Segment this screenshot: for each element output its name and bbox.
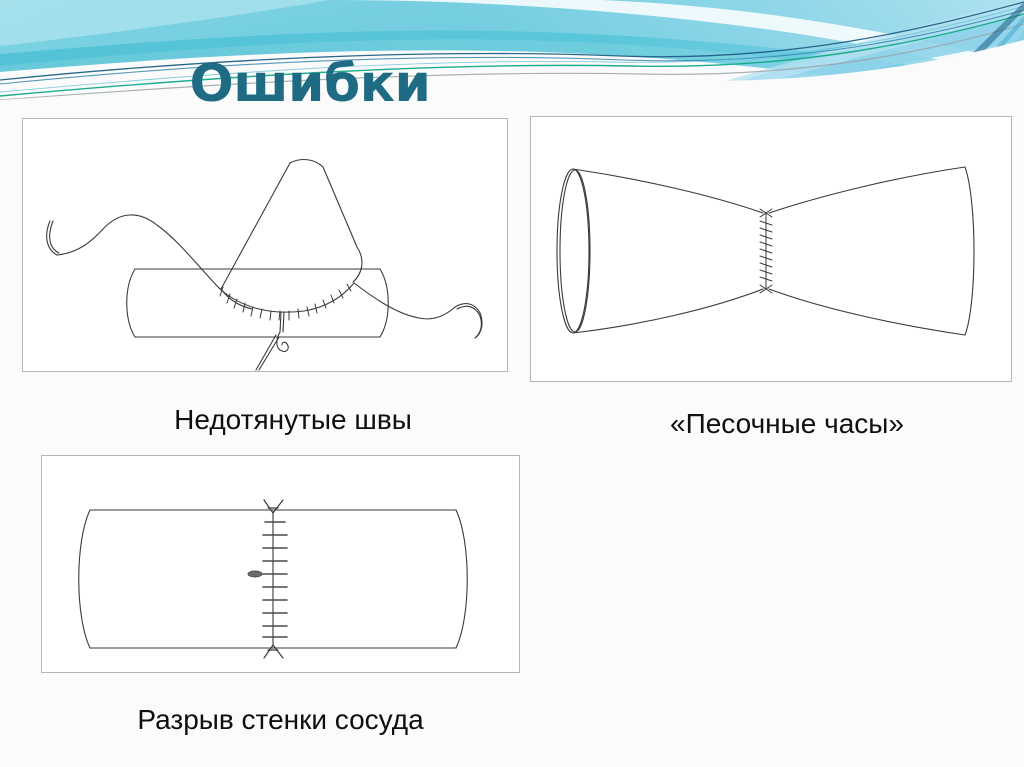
page-title: Ошибки: [189, 54, 431, 114]
figure-3-caption: Разрыв стенки сосуда: [137, 704, 424, 735]
decorative-wave-banner: [0, 0, 1024, 120]
vessel-tube: [78, 509, 468, 649]
accent-line-navy-2: [0, 9, 1024, 85]
knot-bottom: [263, 644, 284, 659]
vessel-right: [768, 166, 975, 336]
understretched-sutures-figure: [22, 118, 508, 372]
accent-line-gray: [0, 23, 1024, 101]
white-wave-upper: [0, 0, 330, 46]
vertical-suture-line: [759, 208, 773, 294]
rupture-hole: [247, 570, 263, 578]
hourglass-anastomosis-figure: [530, 116, 1012, 382]
knot-top: [263, 499, 284, 514]
vessel-left: [556, 168, 764, 334]
needle-right: [353, 282, 483, 339]
open-vessel-mouth: [556, 168, 590, 334]
figure-1-caption: Недотянутые швы: [174, 404, 412, 435]
vessel-tube: [126, 268, 389, 338]
accent-line-green: [0, 13, 1024, 97]
accent-line-cyan-thin: [0, 5, 1024, 93]
suture-line: [219, 282, 355, 321]
white-wave-bottom: [0, 40, 1024, 120]
vertical-suture-ladder: [262, 511, 288, 647]
accent-line-navy: [0, 1, 1024, 81]
graft-conduit: [220, 158, 363, 310]
vessel-wall-rupture-figure: [41, 455, 520, 673]
teal-wave-band: [0, 30, 1024, 109]
needle-left: [46, 214, 221, 290]
hanging-thread: [255, 311, 289, 371]
figure-2-caption: «Песочные часы»: [670, 408, 904, 439]
